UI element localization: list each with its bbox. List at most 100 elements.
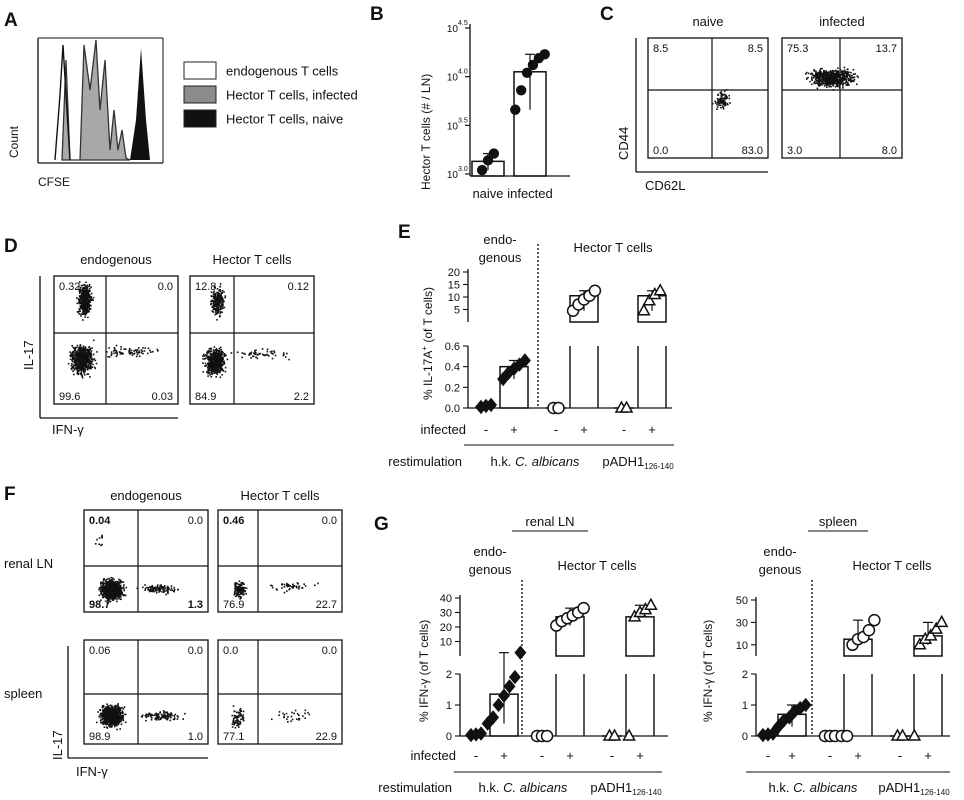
event-dot — [826, 86, 828, 88]
event-dot — [106, 351, 108, 353]
event-dot — [829, 81, 832, 84]
event-dot — [116, 580, 119, 583]
event-dot — [822, 76, 824, 78]
event-dot — [238, 587, 241, 589]
event-dot — [235, 595, 237, 598]
event-dot — [825, 80, 827, 83]
event-dot — [819, 77, 821, 80]
event-dot — [822, 82, 824, 84]
event-dot — [239, 595, 242, 598]
event-dot — [827, 76, 830, 78]
event-dot — [216, 297, 219, 299]
event-dot — [727, 103, 729, 106]
event-dot — [74, 361, 77, 364]
event-dot — [207, 369, 210, 372]
event-dot — [826, 80, 828, 83]
event-dot — [70, 367, 73, 370]
event-dot — [111, 708, 113, 711]
event-dot — [124, 713, 126, 716]
event-dot — [71, 367, 74, 369]
event-dot — [110, 597, 112, 599]
event-dot — [118, 596, 120, 599]
event-dot — [101, 535, 103, 538]
event-dot — [115, 593, 117, 595]
panelD-quadrant-value: 2.2 — [294, 391, 309, 403]
panelC-title: naive — [692, 14, 723, 29]
event-dot — [70, 364, 73, 367]
event-dot — [74, 356, 77, 359]
event-dot — [108, 598, 110, 600]
event-dot — [821, 78, 823, 80]
event-dot — [263, 354, 266, 357]
ytick-label: 5 — [454, 305, 460, 317]
event-dot — [813, 82, 815, 84]
event-dot — [101, 718, 104, 721]
event-dot — [220, 367, 222, 370]
event-dot — [207, 366, 209, 369]
event-dot — [296, 582, 299, 584]
event-dot — [124, 594, 127, 597]
event-dot — [138, 351, 140, 354]
event-dot — [90, 353, 92, 355]
event-dot — [202, 362, 204, 364]
event-dot — [241, 352, 244, 354]
event-dot — [823, 82, 825, 85]
event-dot — [78, 290, 81, 292]
event-dot — [74, 347, 77, 350]
panelF-quadrant-value: 98.9 — [89, 731, 110, 743]
event-dot — [243, 593, 245, 596]
event-dot — [71, 360, 74, 363]
infected-sign: - — [484, 422, 488, 437]
event-dot — [221, 350, 224, 353]
event-dot — [212, 293, 215, 295]
event-dot — [116, 720, 118, 723]
event-dot — [725, 94, 727, 97]
event-dot — [73, 367, 76, 369]
event-dot — [843, 69, 846, 71]
event-dot — [728, 97, 731, 100]
event-dot — [216, 303, 218, 305]
event-dot — [216, 352, 219, 355]
event-dot — [240, 584, 243, 587]
event-dot — [108, 589, 110, 592]
event-dot — [291, 586, 293, 588]
event-dot — [266, 348, 269, 351]
event-dot — [845, 71, 847, 74]
panelD-xlabel: IFN-γ — [52, 422, 84, 437]
event-dot — [841, 78, 844, 81]
event-dot — [211, 357, 214, 359]
event-dot — [818, 82, 821, 84]
event-dot — [836, 72, 838, 75]
event-dot — [219, 314, 221, 317]
event-dot — [157, 587, 160, 590]
event-dot — [820, 67, 822, 70]
event-dot — [827, 77, 829, 79]
event-dot — [89, 359, 91, 361]
event-dot — [209, 369, 211, 371]
event-dot — [243, 587, 245, 589]
event-dot — [809, 80, 811, 83]
event-dot — [845, 74, 848, 76]
event-dot — [284, 356, 287, 358]
event-dot — [726, 95, 728, 98]
event-dot — [87, 304, 90, 307]
event-dot — [89, 347, 92, 350]
event-dot — [78, 369, 80, 372]
event-dot — [239, 598, 241, 600]
event-dot — [288, 358, 290, 361]
event-dot — [212, 370, 215, 373]
event-dot — [81, 299, 83, 302]
event-dot — [271, 350, 273, 353]
event-dot — [107, 587, 110, 590]
event-dot — [71, 344, 73, 347]
event-dot — [103, 582, 105, 585]
event-dot — [218, 361, 220, 364]
event-dot — [101, 717, 104, 720]
event-dot — [136, 353, 139, 356]
event-dot — [826, 84, 828, 87]
event-dot — [819, 78, 821, 81]
event-dot — [215, 304, 218, 307]
panelF-quadrant-value: 0.0 — [223, 645, 238, 657]
event-dot — [219, 316, 221, 318]
